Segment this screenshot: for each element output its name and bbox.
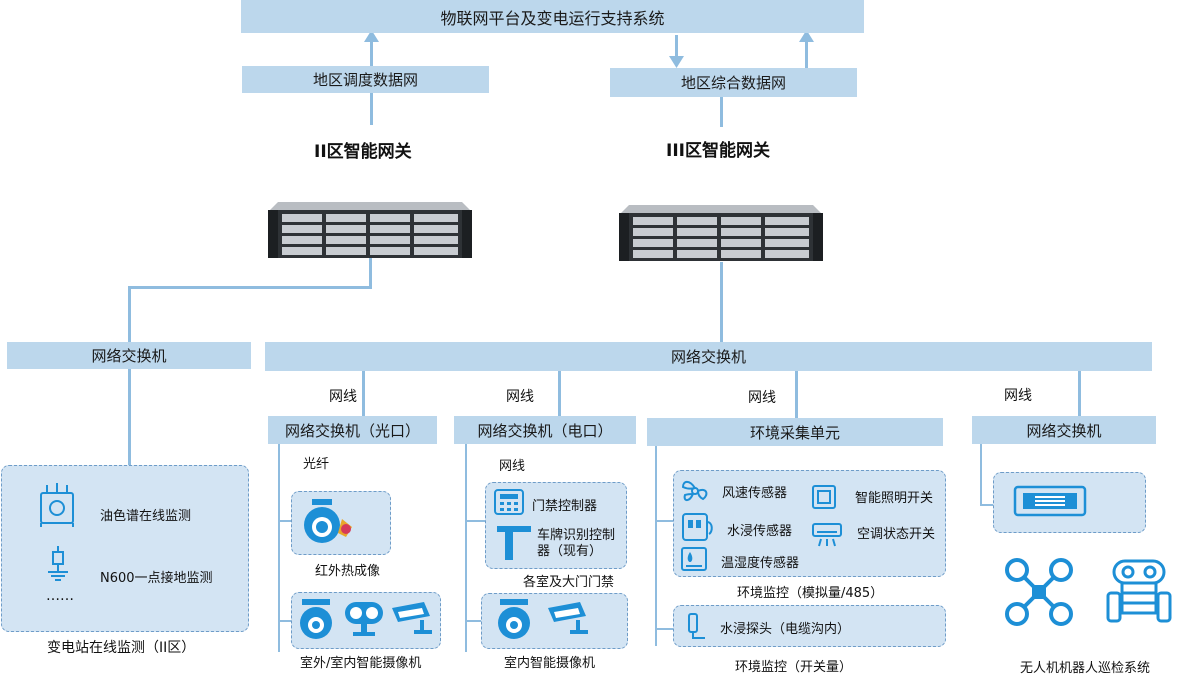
switch-main-bar: 网络交换机 <box>265 342 1152 371</box>
connector-line <box>465 520 485 522</box>
switch-robot-label: 网络交换机 <box>1026 421 1102 440</box>
cable-label: 网线 <box>499 459 526 474</box>
gateway2-server-icon <box>268 202 472 258</box>
switch-robot-bar: 网络交换机 <box>972 416 1156 444</box>
env-switch-caption: 环境监控（开关量） <box>735 660 853 675</box>
arrow-down-icon <box>669 56 684 68</box>
platform-bar: 物联网平台及变电运行支持系统 <box>241 0 864 33</box>
cable-label: 网线 <box>329 389 357 405</box>
fan-icon <box>681 480 708 502</box>
bullet-camera-icon <box>548 602 588 634</box>
robot-icon <box>1106 559 1172 623</box>
network3-bar: 地区综合数据网 <box>610 68 857 97</box>
temp-humidity-icon <box>681 547 707 571</box>
env-analog-box <box>673 470 946 577</box>
network2-bar: 地区调度数据网 <box>242 66 489 93</box>
connector-line <box>278 620 292 622</box>
connector-line <box>1078 371 1081 416</box>
connector-line <box>278 520 292 522</box>
cameras-outdoor-caption: 室外/室内智能摄像机 <box>300 656 422 671</box>
oil-monitor-label: 油色谱在线监测 <box>100 509 192 524</box>
gateway3-server-icon <box>619 205 823 261</box>
connector-line <box>465 444 467 652</box>
connector-line <box>720 97 723 127</box>
connector-line <box>370 40 373 66</box>
access-caption: 各室及大门门禁 <box>523 575 615 590</box>
light-switch-label: 智能照明开关 <box>855 491 934 506</box>
cable-label: 网线 <box>1004 388 1032 404</box>
env-analog-caption: 环境监控（模拟量/485） <box>737 586 884 601</box>
ground-monitor-label: N600一点接地监测 <box>100 571 213 586</box>
switch-electric-bar: 网络交换机（电口） <box>454 416 636 444</box>
cable-label: 网线 <box>748 390 776 406</box>
arrow-up-icon <box>799 30 814 42</box>
switch-left-bar: 网络交换机 <box>7 342 251 369</box>
robot-caption: 无人机机器人巡检系统 <box>1020 661 1151 676</box>
thermal-label: 红外热成像 <box>315 564 381 579</box>
thermal-camera-icon <box>304 499 352 543</box>
water-sensor-label: 水浸传感器 <box>727 524 793 539</box>
connector-line <box>558 371 561 416</box>
connector-line <box>805 40 808 68</box>
door-controller-icon <box>494 489 524 515</box>
connector-line <box>128 286 372 289</box>
switch-left-label: 网络交换机 <box>91 347 167 365</box>
env-collector-label: 环境采集单元 <box>749 423 840 442</box>
gateway2-title: II区智能网关 <box>314 142 412 162</box>
door-controller-label: 门禁控制器 <box>532 499 598 514</box>
switch-electric-label: 网络交换机（电口） <box>477 421 613 440</box>
cameras-indoor-caption: 室内智能摄像机 <box>504 656 596 671</box>
fiber-label: 光纤 <box>303 457 330 472</box>
ac-icon <box>812 523 842 547</box>
gateway3-title: III区智能网关 <box>666 141 770 161</box>
connector-line <box>369 258 372 288</box>
connector-line <box>465 620 481 622</box>
connector-line <box>655 520 673 522</box>
drone-icon <box>1005 558 1073 626</box>
connector-line <box>655 628 673 630</box>
temp-sensor-label: 温湿度传感器 <box>721 556 800 571</box>
switch-optical-label: 网络交换机（光口） <box>284 421 420 440</box>
wind-sensor-label: 风速传感器 <box>722 486 788 501</box>
light-switch-icon <box>812 485 836 509</box>
connector-line <box>278 444 280 652</box>
connector-line <box>655 446 657 646</box>
connector-line <box>980 504 993 506</box>
network2-label: 地区调度数据网 <box>312 71 418 89</box>
network3-label: 地区综合数据网 <box>680 74 786 92</box>
barrier-gate-icon <box>497 526 531 560</box>
connector-line <box>675 35 678 65</box>
plate-controller-label: 车牌识别控制器（现有） <box>537 528 616 559</box>
arrow-up-icon <box>364 30 379 42</box>
transformer-icon <box>40 483 74 527</box>
water-probe-label: 水浸探头（电缆沟内） <box>720 622 851 637</box>
connector-line <box>128 286 131 342</box>
more-label: …… <box>46 588 74 604</box>
platform-label: 物联网平台及变电运行支持系统 <box>440 8 665 28</box>
bullet-camera-icon <box>392 602 432 634</box>
env-switch-box <box>673 605 946 647</box>
online-monitor-caption: 变电站在线监测（II区） <box>47 640 196 656</box>
switch-optical-bar: 网络交换机（光口） <box>268 416 437 444</box>
dome-camera-icon <box>498 599 530 639</box>
connector-line <box>362 371 365 416</box>
switch-main-label: 网络交换机 <box>670 348 746 366</box>
water-sensor-icon <box>682 513 713 541</box>
switch-device-icon <box>1013 485 1087 517</box>
binocular-camera-icon <box>345 602 383 636</box>
connector-line <box>370 93 373 125</box>
env-collector-bar: 环境采集单元 <box>647 418 943 446</box>
connector-line <box>980 444 982 506</box>
ac-switch-label: 空调状态开关 <box>857 527 936 542</box>
grounding-icon <box>48 546 68 581</box>
water-probe-icon <box>688 613 705 639</box>
connector-line <box>795 371 798 418</box>
cable-label: 网线 <box>506 389 534 405</box>
connector-line <box>720 262 723 342</box>
connector-line <box>128 369 131 465</box>
dome-camera-icon <box>300 599 332 639</box>
